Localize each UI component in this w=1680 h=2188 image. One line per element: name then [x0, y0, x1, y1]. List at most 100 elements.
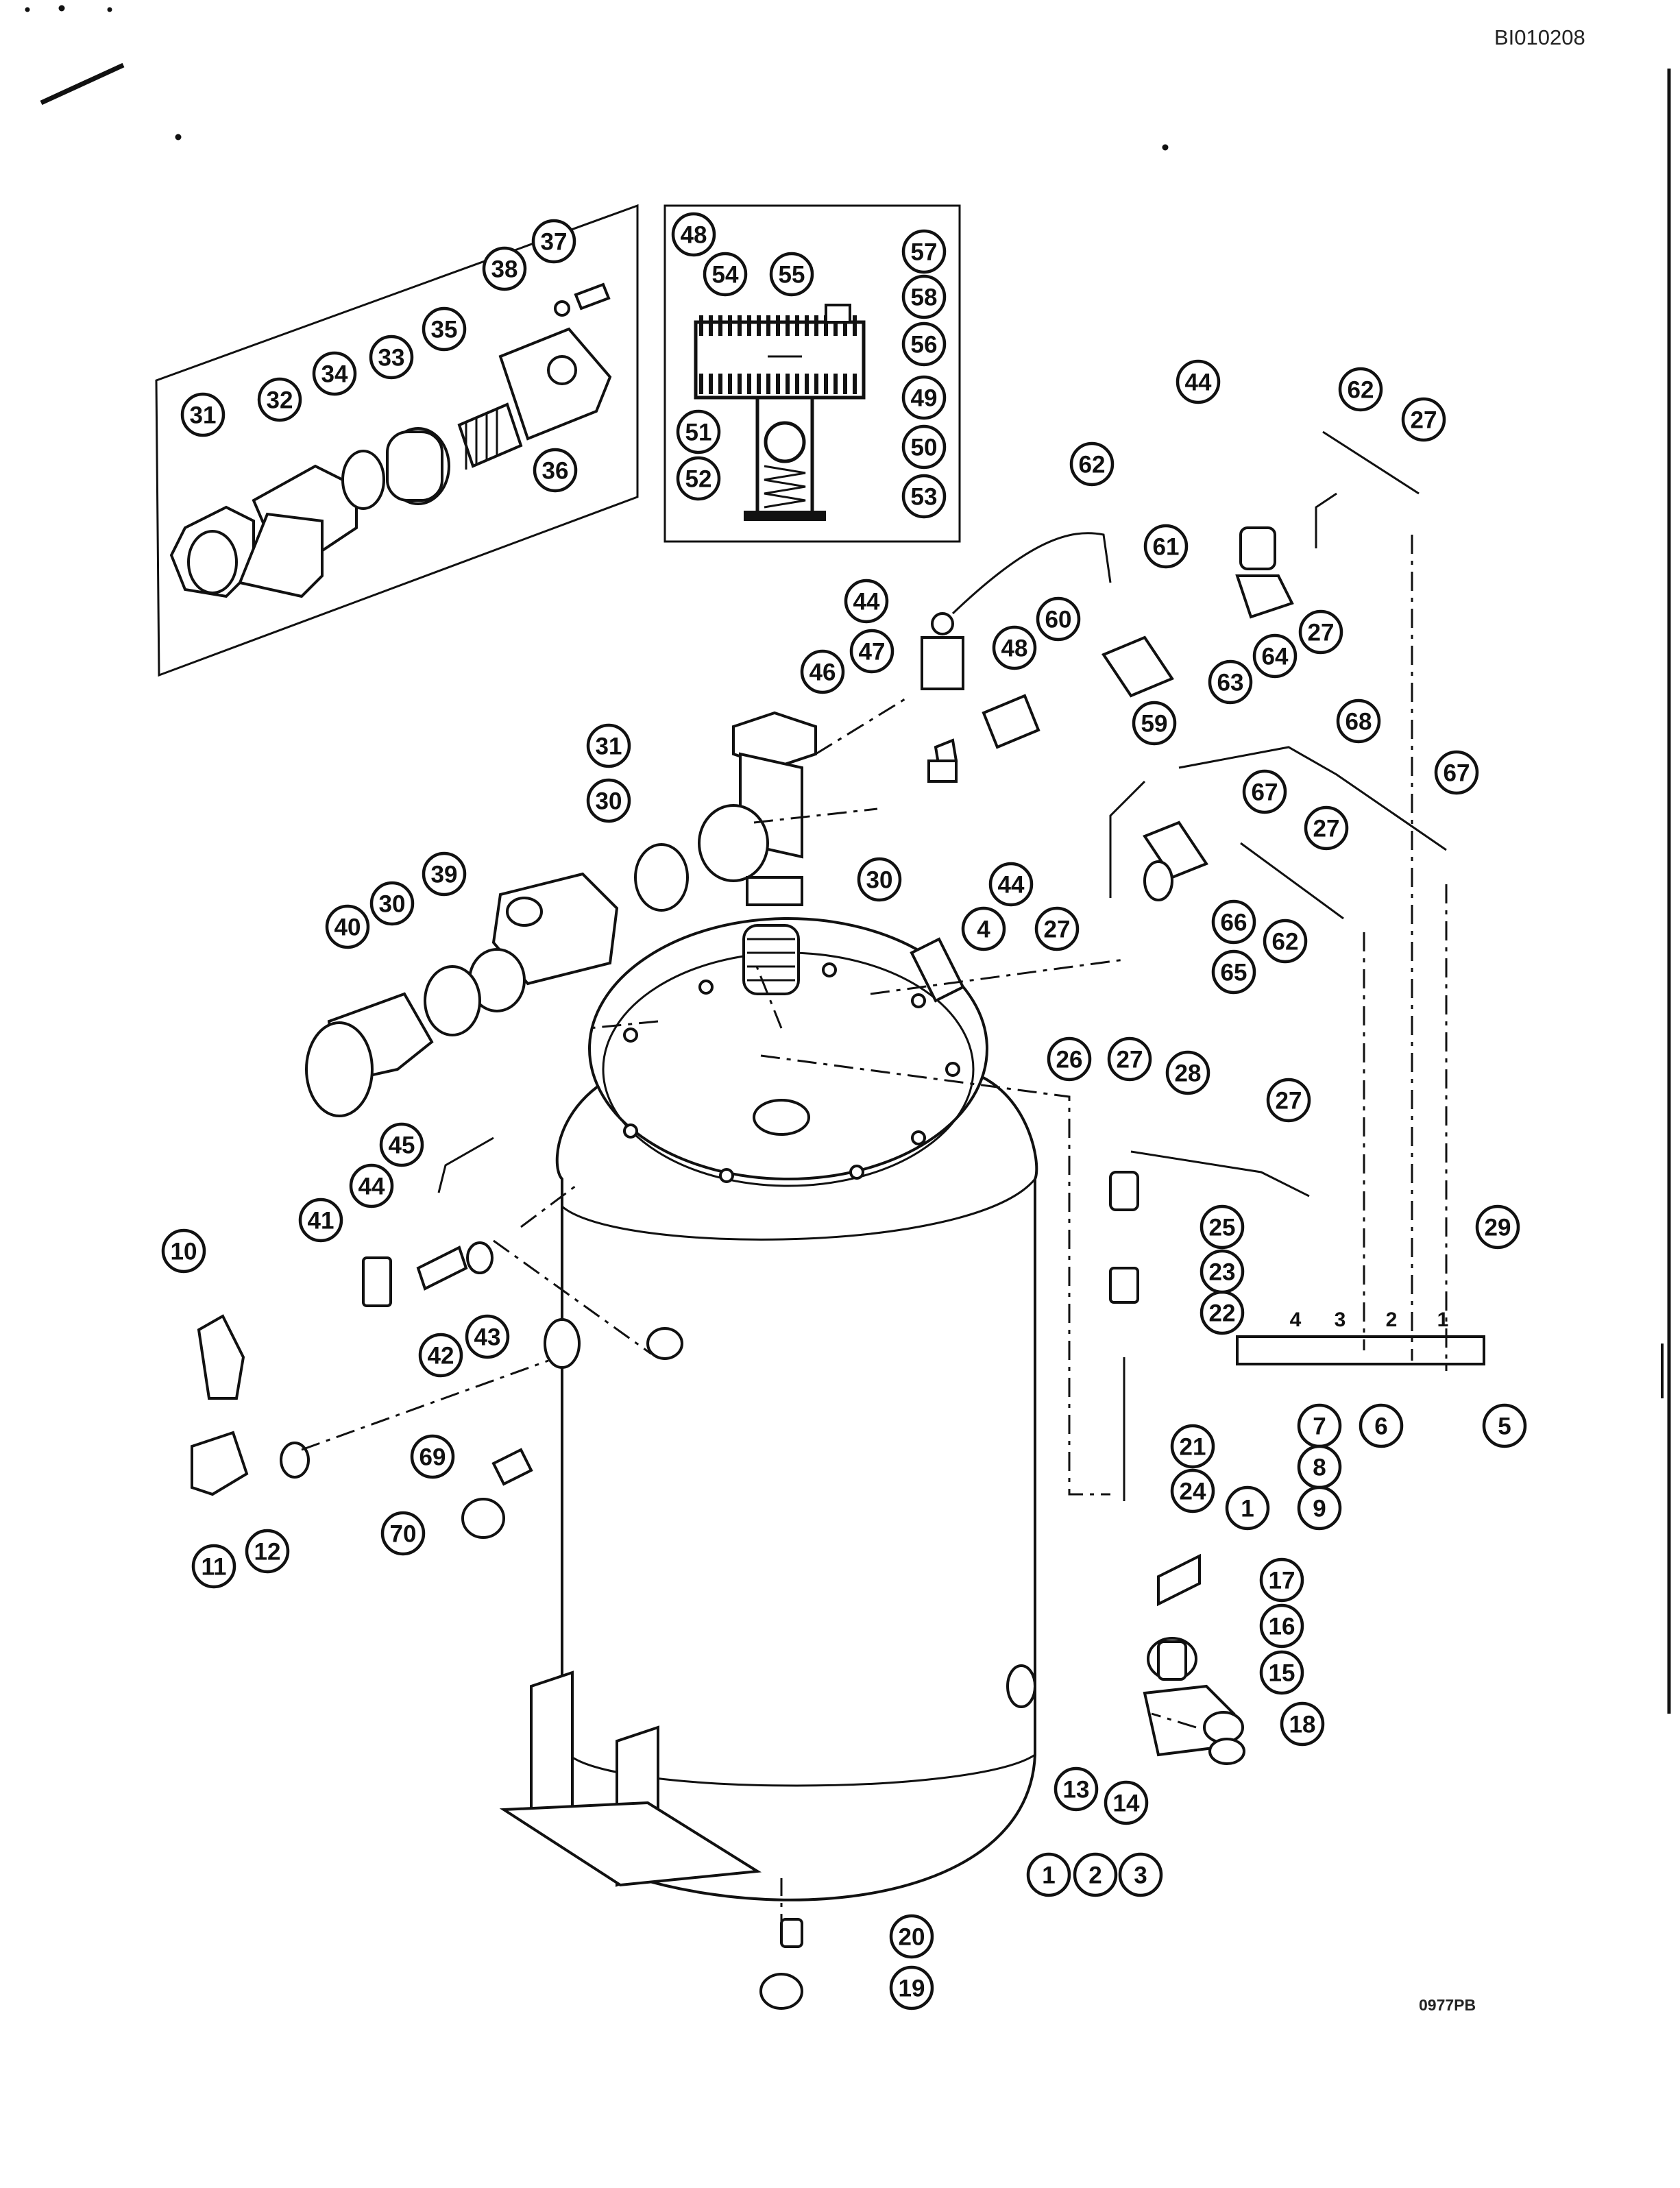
callout-circle: [1107, 1036, 1152, 1082]
air-tank: [499, 917, 1038, 1901]
callout-circle: [1118, 1852, 1163, 1897]
callout-circle: [482, 246, 527, 291]
callout-number: 30: [379, 891, 406, 918]
callout-number: 46: [809, 659, 836, 686]
callout-circle: [901, 229, 947, 274]
callout-number: 5: [1498, 1413, 1511, 1440]
callout-number: 18: [1289, 1712, 1316, 1738]
callout-circle: [1104, 1780, 1149, 1825]
callout-circle: [1401, 397, 1446, 442]
callout-45: 45: [379, 1122, 424, 1167]
callout-17: 17: [1259, 1557, 1304, 1603]
callout-number: 67: [1444, 760, 1470, 787]
callout-35: 35: [422, 306, 467, 352]
callout-number: 11: [202, 1554, 227, 1581]
callout-number: 7: [1313, 1413, 1326, 1440]
callout-circle: [422, 306, 467, 352]
callout-number: 47: [859, 639, 886, 666]
callout-circle: [676, 409, 721, 454]
callout-32: 32: [257, 377, 302, 422]
callout-number: 66: [1221, 910, 1247, 936]
callout-16: 16: [1259, 1603, 1304, 1649]
callout-25: 25: [1200, 1204, 1245, 1250]
callout-44: 44: [988, 862, 1034, 907]
callout-circle: [1170, 1468, 1215, 1514]
callout-number: 62: [1272, 929, 1299, 956]
callout-30: 30: [369, 881, 415, 926]
valve-inset: [155, 204, 639, 677]
callout-53: 53: [901, 474, 947, 519]
callout-circle: [1298, 609, 1343, 655]
callout-number: 64: [1262, 644, 1289, 670]
callout-59: 59: [1132, 701, 1177, 746]
callout-24: 24: [1170, 1468, 1215, 1514]
callout-57: 57: [901, 229, 947, 274]
callout-67: 67: [1434, 750, 1479, 795]
callout-circle: [1054, 1766, 1099, 1812]
callout-number: 2: [1088, 1862, 1101, 1889]
callout-circle: [191, 1544, 236, 1589]
callout-15: 15: [1259, 1650, 1304, 1695]
callout-number: 38: [491, 256, 518, 283]
callout-number: 6: [1374, 1413, 1387, 1440]
tubes-and-lines: [301, 430, 1448, 1933]
callout-circle: [369, 881, 415, 926]
callout-number: 67: [1252, 779, 1278, 806]
callout-circle: [325, 904, 370, 949]
callout-54: 54: [703, 252, 748, 297]
callout-number: 30: [866, 867, 893, 894]
callout-circle: [800, 649, 845, 694]
callout-27: 27: [1304, 805, 1349, 851]
callout-number: 61: [1153, 534, 1180, 561]
callout-70: 70: [380, 1511, 426, 1556]
callout-circle: [1200, 1204, 1245, 1250]
callout-44: 44: [1176, 359, 1221, 404]
callout-number: 24: [1180, 1479, 1206, 1505]
manifold-port-label: 1: [1437, 1309, 1449, 1331]
callout-circle: [1259, 1603, 1304, 1649]
scan-artifacts: [25, 5, 1671, 1714]
section-inset: [664, 204, 961, 543]
callout-20: 20: [889, 1914, 934, 1959]
callout-circle: [1252, 633, 1298, 679]
callout-circle: [1069, 441, 1115, 487]
callout-33: 33: [369, 335, 414, 380]
callout-number: 44: [1185, 369, 1212, 396]
callout-28: 28: [1165, 1050, 1210, 1095]
callout-circle: [1263, 919, 1308, 964]
callout-circle: [1211, 899, 1256, 945]
callout-11: 11: [191, 1544, 236, 1589]
callout-56: 56: [901, 321, 947, 367]
callout-number: 42: [428, 1343, 454, 1370]
callout-circle: [703, 252, 748, 297]
callout-circle: [1475, 1204, 1520, 1250]
callout-circle: [1338, 367, 1383, 412]
callout-55: 55: [769, 252, 814, 297]
callout-circle: [901, 274, 947, 319]
callout-number: 30: [596, 788, 622, 815]
callout-circle: [992, 625, 1037, 670]
callout-27: 27: [1034, 906, 1080, 951]
callout-circle: [257, 377, 302, 422]
callout-circle: [1297, 1485, 1342, 1531]
callout-31: 31: [180, 392, 226, 437]
callout-circle: [1036, 596, 1081, 642]
callout-circle: [1259, 1557, 1304, 1603]
callout-number: 41: [308, 1208, 334, 1235]
callout-number: 29: [1485, 1215, 1511, 1241]
callout-number: 27: [1308, 620, 1335, 646]
callout-circle: [245, 1529, 290, 1574]
callout-9: 9: [1297, 1485, 1342, 1531]
callout-number: 50: [911, 435, 938, 461]
callout-circle: [889, 1965, 934, 2010]
callout-circle: [901, 424, 947, 470]
callout-circle: [1434, 750, 1479, 795]
callout-67: 67: [1242, 769, 1287, 814]
manifold-port-label: 2: [1386, 1309, 1398, 1331]
callout-62: 62: [1338, 367, 1383, 412]
callout-circle: [1304, 805, 1349, 851]
callout-34: 34: [312, 351, 357, 396]
callout-42: 42: [418, 1333, 463, 1378]
callout-number: 33: [378, 345, 405, 372]
